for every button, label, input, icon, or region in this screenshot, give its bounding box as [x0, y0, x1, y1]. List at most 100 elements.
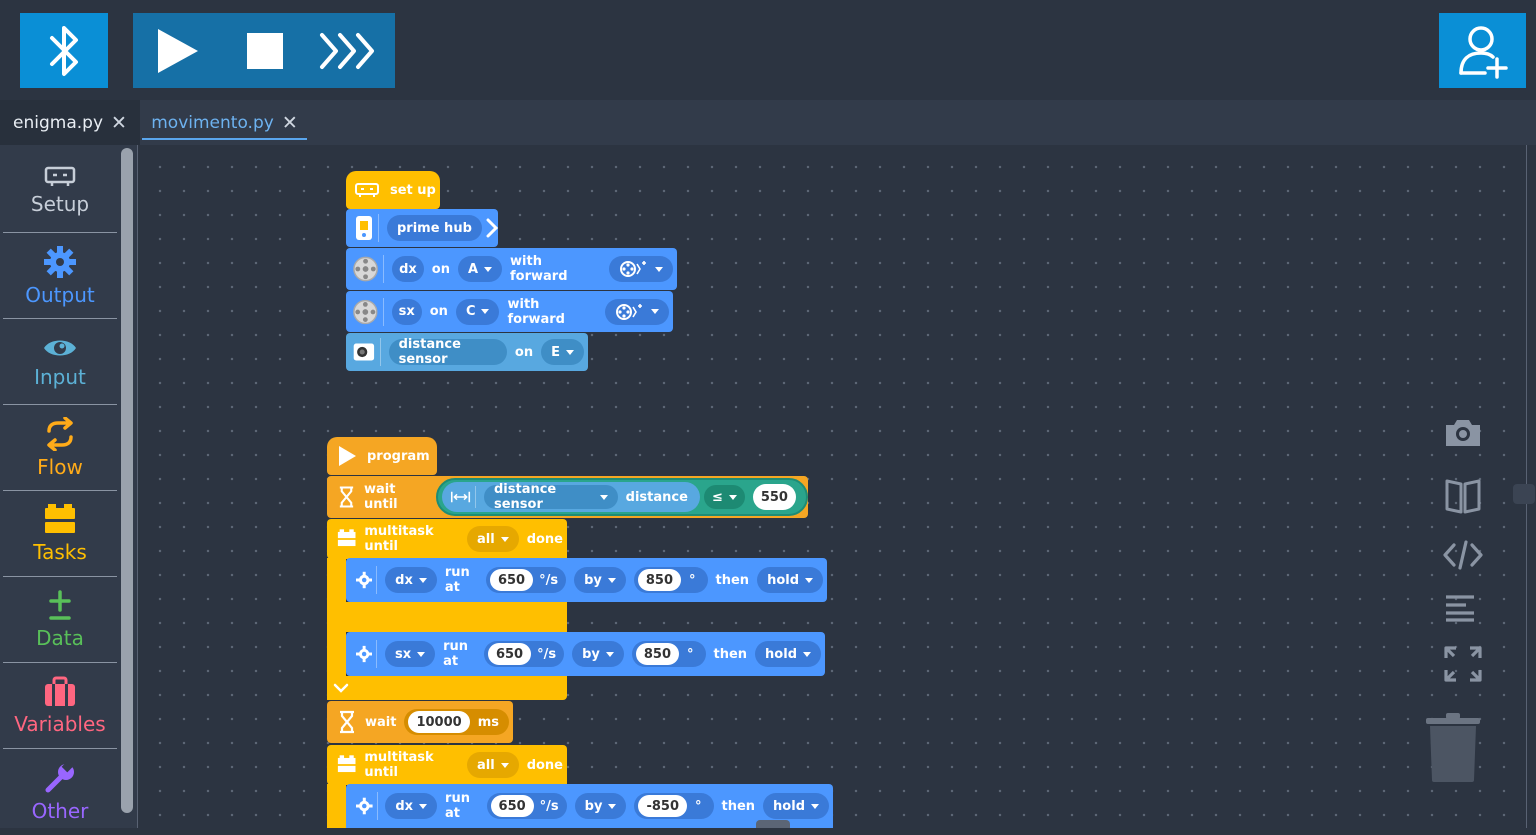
chevron-down-icon: [811, 803, 819, 809]
sidebar-item-flow[interactable]: Flow: [3, 405, 117, 491]
sidebar-item-variables[interactable]: Variables: [3, 663, 117, 749]
chevron-down-icon: [655, 266, 663, 272]
degrees-input[interactable]: -850: [638, 795, 687, 817]
wait-input[interactable]: 10000: [408, 711, 470, 733]
run-button[interactable]: [147, 13, 207, 88]
divider: [383, 255, 385, 283]
divider: [376, 640, 377, 668]
bluetooth-button[interactable]: [20, 13, 108, 88]
play-icon: [158, 28, 198, 73]
run-motor-block[interactable]: sx run at 650°/s by 850° then hold: [346, 632, 825, 676]
gear-icon: [356, 645, 373, 663]
sidebar-item-label: Output: [25, 282, 95, 307]
chevron-down-icon: [500, 536, 509, 542]
by-dropdown[interactable]: by: [574, 567, 626, 593]
panel-resize-handle[interactable]: [1513, 484, 1535, 504]
book-icon[interactable]: [1442, 477, 1484, 515]
speed-unit: °/s: [537, 646, 557, 662]
code-icon[interactable]: [1442, 540, 1484, 570]
sidebar-item-setup[interactable]: Setup: [3, 147, 117, 233]
motor-value: dx: [395, 798, 414, 814]
align-left-icon[interactable]: [1442, 593, 1484, 623]
run-at-label: run at: [443, 639, 469, 669]
by-dropdown[interactable]: by: [572, 641, 624, 667]
motor-dropdown[interactable]: dx: [385, 793, 438, 819]
sidebar-item-tasks[interactable]: Tasks: [3, 491, 117, 577]
hourglass-icon: [340, 710, 354, 734]
direction-dropdown[interactable]: [605, 298, 669, 325]
speed-input[interactable]: 650: [487, 643, 532, 665]
close-icon[interactable]: ✕: [281, 111, 298, 134]
condition-slot: distance sensor distance ≤ 550: [436, 478, 808, 516]
port-dropdown[interactable]: C: [455, 298, 500, 325]
multitask-block[interactable]: multitask until all done: [327, 519, 567, 559]
chevron-down-icon: [565, 349, 574, 355]
degrees-slot: 850°: [631, 641, 706, 667]
camera-icon[interactable]: [1442, 417, 1484, 449]
chevron-down-icon[interactable]: [333, 682, 349, 694]
speed-input[interactable]: 650: [490, 795, 534, 817]
distance-value-input[interactable]: 550: [752, 484, 796, 510]
port-dropdown[interactable]: E: [541, 339, 584, 365]
add-user-button[interactable]: [1439, 13, 1526, 88]
distance-sensor-setup-block[interactable]: distance sensor on E: [346, 333, 588, 371]
with-label: with forward: [507, 296, 565, 327]
divider: [376, 792, 378, 820]
degrees-input[interactable]: 850: [635, 643, 679, 665]
run-motor-block[interactable]: dx run at 650°/s by 850° then hold: [346, 558, 827, 602]
wait-until-block[interactable]: wait until distance sensor distance ≤ 55…: [327, 476, 808, 518]
program-hat-block[interactable]: program: [327, 437, 437, 475]
port-dropdown[interactable]: A: [457, 256, 503, 282]
motor-dropdown[interactable]: dx: [385, 567, 437, 593]
sidebar-item-data[interactable]: Data: [3, 577, 117, 663]
stop-mode-dropdown[interactable]: hold: [763, 793, 829, 819]
degrees-input[interactable]: 850: [637, 569, 682, 591]
operator-dropdown[interactable]: ≤: [703, 485, 745, 509]
divider: [379, 338, 381, 366]
tab-movimento[interactable]: movimento.py ✕: [142, 100, 307, 145]
sidebar-item-label: Other: [31, 799, 89, 823]
mode-dropdown[interactable]: all: [467, 752, 519, 778]
motor-dx-setup-block[interactable]: dx on A with forward: [346, 248, 677, 290]
multitask-block[interactable]: multitask until all done: [327, 745, 567, 785]
mode-dropdown[interactable]: all: [467, 526, 519, 552]
chevron-right-icon[interactable]: [486, 218, 498, 238]
sidebar-item-label: Setup: [30, 191, 90, 216]
fullscreen-icon[interactable]: [1442, 644, 1484, 684]
multitask-body-bar: [327, 784, 346, 828]
run-motor-block[interactable]: dx run at 650°/s by -850° then hold: [346, 784, 833, 828]
port-value: E: [551, 344, 560, 360]
close-icon[interactable]: ✕: [111, 111, 127, 134]
sensor-dropdown[interactable]: distance sensor: [483, 482, 618, 512]
horizontal-scroll-handle[interactable]: [756, 820, 790, 828]
sidebar-item-other[interactable]: Other: [3, 749, 117, 835]
sidebar-item-label: Input: [34, 364, 86, 389]
stop-mode-value: hold: [767, 572, 800, 588]
motor-sx-setup-block[interactable]: sx on C with forward: [346, 291, 673, 332]
distance-reporter[interactable]: distance sensor distance: [442, 482, 700, 512]
stop-mode-dropdown[interactable]: hold: [755, 641, 821, 667]
degrees-unit: °: [689, 572, 696, 588]
chevron-down-icon: [599, 494, 608, 500]
stop-button[interactable]: [235, 13, 295, 88]
sidebar-item-input[interactable]: Input: [3, 319, 117, 405]
tab-enigma[interactable]: enigma.py ✕: [0, 100, 140, 145]
setup-hat-block[interactable]: set up: [346, 171, 440, 209]
divider: [378, 214, 379, 242]
sidebar-item-output[interactable]: Output: [3, 233, 117, 319]
motor-dropdown[interactable]: sx: [384, 641, 436, 667]
with-label: with forward: [510, 254, 568, 284]
by-dropdown[interactable]: by: [574, 793, 627, 819]
prime-hub-block[interactable]: prime hub: [346, 209, 498, 247]
stop-mode-dropdown[interactable]: hold: [757, 567, 824, 593]
speed-input[interactable]: 650: [489, 569, 534, 591]
tab-label: enigma.py: [13, 112, 104, 133]
play-icon: [339, 446, 356, 466]
fast-run-button[interactable]: [317, 13, 383, 88]
sidebar-scroll-thumb[interactable]: [121, 148, 133, 813]
multitask-footer: [327, 676, 567, 700]
trash-icon[interactable]: [1424, 712, 1482, 784]
direction-dropdown[interactable]: [609, 256, 673, 282]
speed-unit: °/s: [539, 572, 559, 588]
